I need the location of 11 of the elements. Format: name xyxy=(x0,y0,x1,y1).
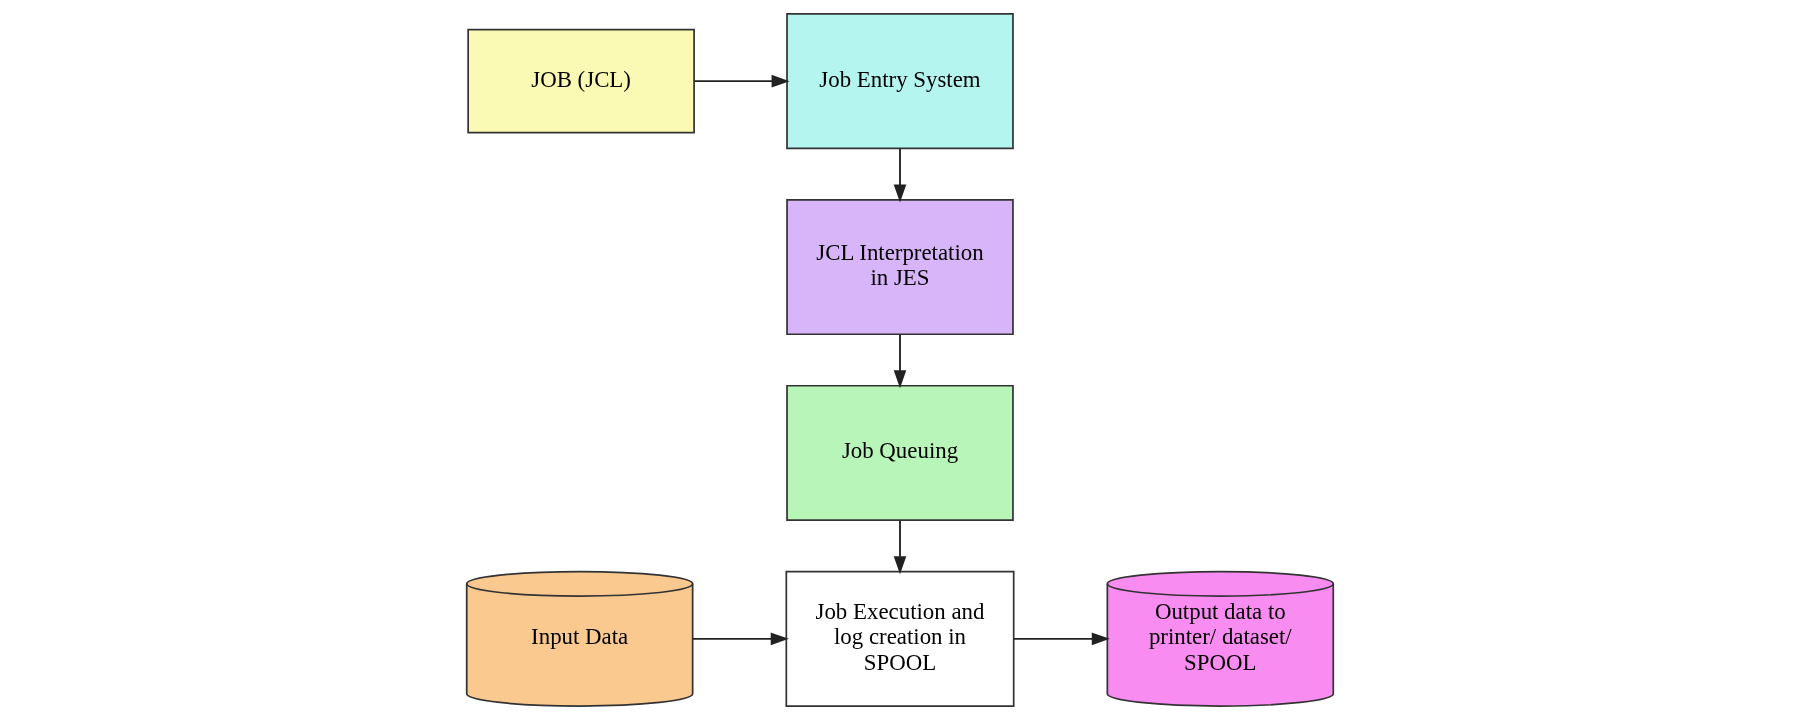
arrow xyxy=(893,147,907,203)
node-box: JCL Interpretation in JES xyxy=(786,199,1014,336)
arrow xyxy=(1012,632,1110,646)
arrow xyxy=(893,519,907,575)
arrow xyxy=(893,333,907,389)
arrow xyxy=(693,74,790,88)
node-box: Job Execution and log creation in SPOOL xyxy=(785,570,1015,707)
node-box: Job Queuing xyxy=(786,384,1014,521)
arrow xyxy=(692,632,789,646)
node-box: JOB (JCL) xyxy=(467,28,695,134)
node-box: Job Entry System xyxy=(786,13,1014,150)
